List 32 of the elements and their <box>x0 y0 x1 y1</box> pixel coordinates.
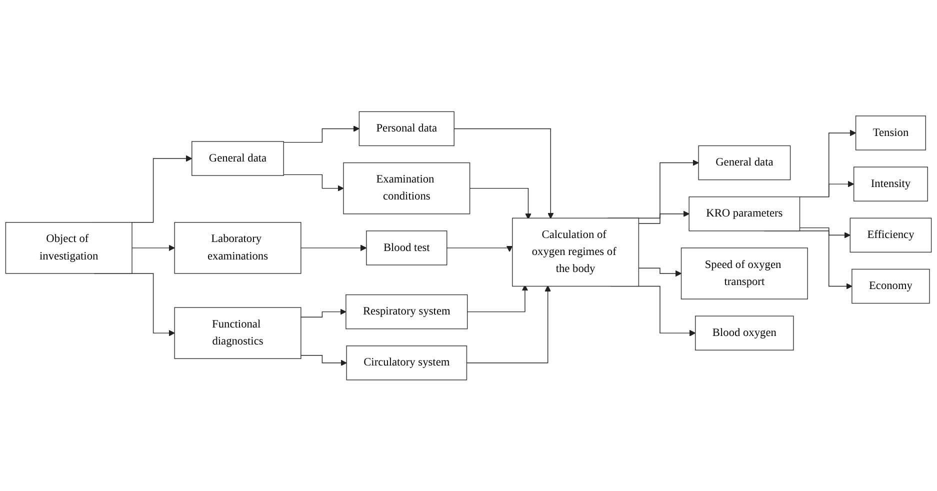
node-box: Efficiency <box>850 217 932 252</box>
node-box: General data <box>192 140 284 176</box>
node-box: Calculation of oxygen regimes of the body <box>512 217 640 286</box>
arrow <box>467 284 528 312</box>
arrow <box>300 354 347 366</box>
node-box: Economy <box>852 268 930 304</box>
node-box: Personal data <box>358 111 454 146</box>
node-box: Examination conditions <box>343 162 470 214</box>
node-box: Functional diagnostics <box>174 306 302 359</box>
arrow <box>638 267 682 276</box>
node-box: Blood test <box>366 230 448 266</box>
arrow <box>638 210 690 224</box>
node-box: General data <box>698 145 791 180</box>
arrow <box>300 244 367 251</box>
node-box: Tension <box>855 115 926 150</box>
arrow <box>466 285 551 363</box>
node-box: Circulatory system <box>346 345 468 380</box>
arrow <box>446 245 513 252</box>
node-box: Intensity <box>853 166 928 202</box>
node-box: Respiratory system <box>346 294 468 329</box>
node-box: KRO parameters <box>688 196 800 231</box>
node-box: Blood oxygen <box>695 315 794 350</box>
arrow <box>283 174 344 192</box>
arrow <box>300 308 346 318</box>
node-box: Laboratory examinations <box>174 222 302 274</box>
arrow <box>454 128 554 219</box>
node-box: Speed of oxygen transport <box>680 247 808 300</box>
arrow <box>283 125 360 142</box>
arrow <box>132 244 175 251</box>
node-box: Object of investigation <box>5 222 132 274</box>
arrow <box>469 188 532 220</box>
arrow <box>799 227 850 238</box>
